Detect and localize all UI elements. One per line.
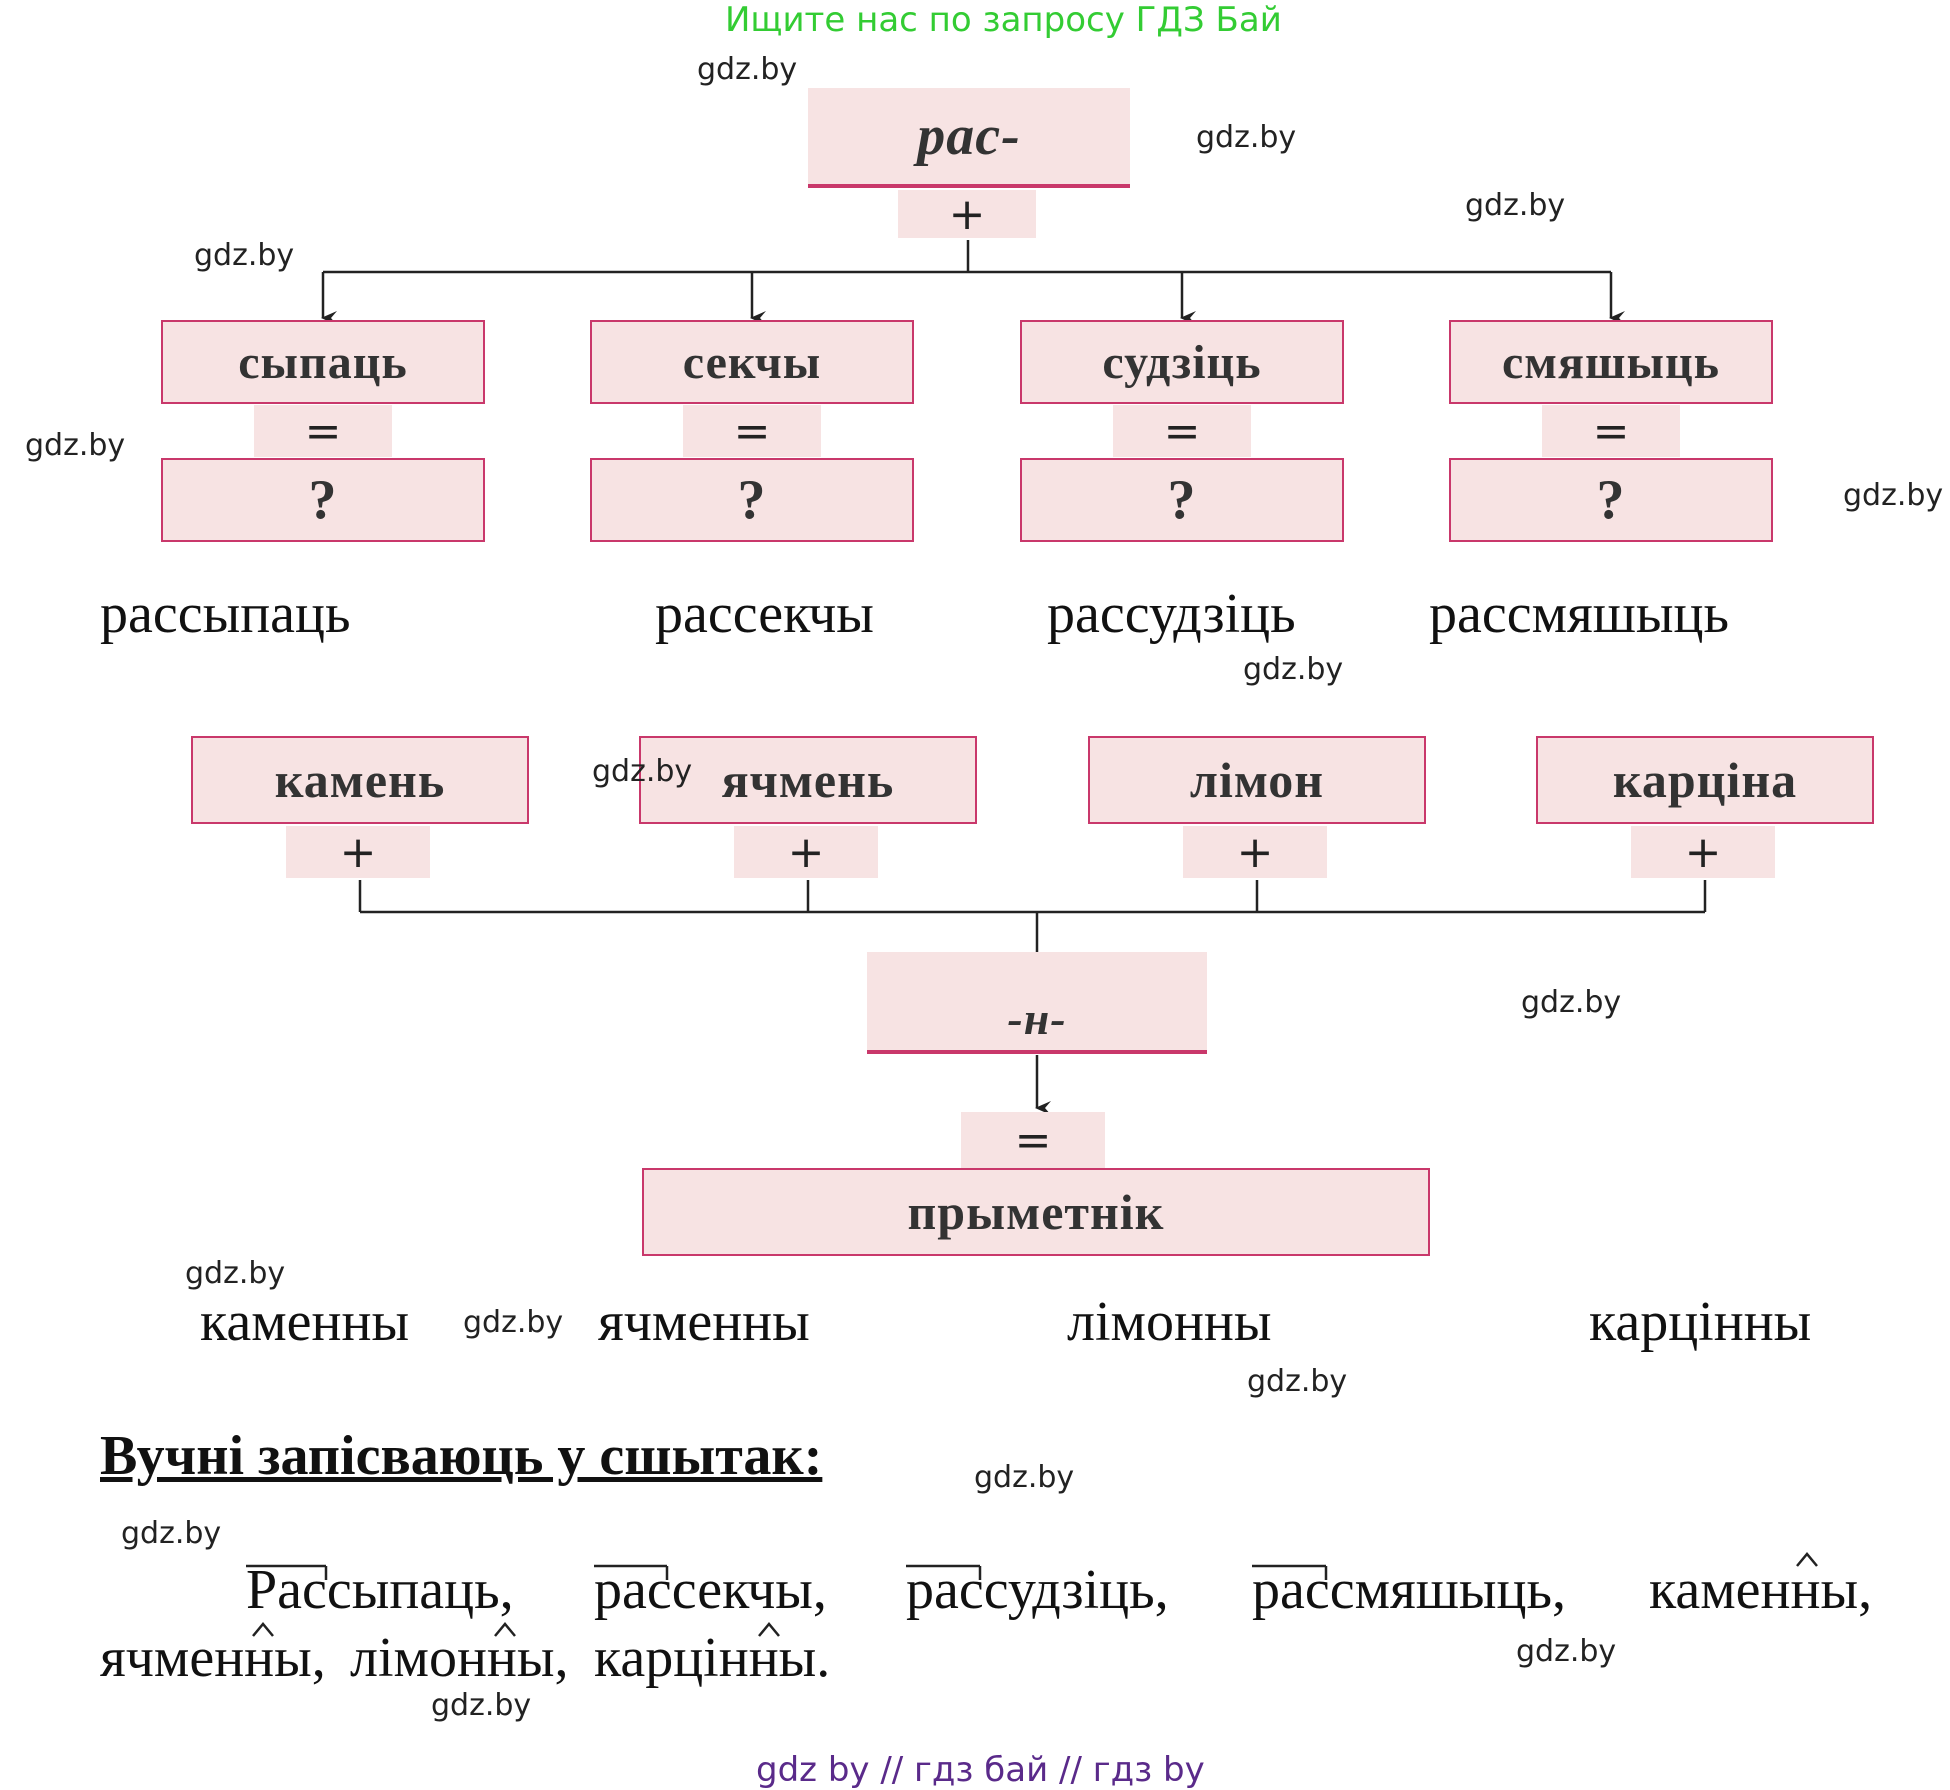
- prefix-box: рас-: [808, 88, 1130, 188]
- watermark: gdz.by: [121, 1516, 222, 1551]
- answer-word: карцінны: [1589, 1291, 1812, 1353]
- noun-box: карціна: [1536, 736, 1874, 824]
- notebook-word: рассмяшыць,: [1252, 1559, 1567, 1621]
- noun-box: ячмень: [639, 736, 977, 824]
- verb-box: смяшыць: [1449, 320, 1773, 404]
- prefix-label: рас-: [917, 105, 1021, 167]
- question-box: ?: [1020, 458, 1344, 542]
- watermark: gdz.by: [1196, 120, 1297, 155]
- equals-sign: =: [1113, 405, 1251, 457]
- footer-links: gdz by // гдз бай // гдз by: [756, 1750, 1205, 1790]
- plus-sign: +: [898, 189, 1036, 240]
- answer-word: рассекчы: [655, 583, 874, 645]
- watermark: gdz.by: [592, 754, 693, 789]
- question-box: ?: [1449, 458, 1773, 542]
- suffix-box: -н-: [867, 952, 1207, 1054]
- watermark: gdz.by: [431, 1688, 532, 1723]
- watermark: gdz.by: [1843, 478, 1944, 513]
- watermark: gdz.by: [463, 1305, 564, 1340]
- equals-sign: =: [683, 405, 821, 457]
- equals-sign: =: [254, 405, 392, 457]
- watermark: gdz.by: [1521, 985, 1622, 1020]
- suffix-label: -н-: [1007, 992, 1067, 1044]
- watermark: gdz.by: [974, 1460, 1075, 1495]
- noun-box: лімон: [1088, 736, 1426, 824]
- answer-word: рассыпаць: [100, 583, 351, 645]
- notebook-word: карцінны.: [594, 1627, 831, 1689]
- notebook-word: рассудзіць,: [906, 1559, 1169, 1621]
- watermark: gdz.by: [185, 1256, 286, 1291]
- notebook-word: Рассыпаць,: [246, 1559, 514, 1621]
- result-box: прыметнік: [642, 1168, 1430, 1256]
- notebook-word: каменны,: [1649, 1559, 1873, 1621]
- noun-box: камень: [191, 736, 529, 824]
- answer-word: рассудзіць: [1047, 583, 1296, 645]
- notebook-word: лімонны,: [350, 1627, 569, 1689]
- plus-sign: +: [1183, 826, 1327, 878]
- answer-word: рассмяшыць: [1429, 583, 1730, 645]
- watermark: gdz.by: [25, 428, 126, 463]
- verb-box: сыпаць: [161, 320, 485, 404]
- watermark: gdz.by: [1516, 1634, 1617, 1669]
- notebook-word: ячменны,: [100, 1627, 326, 1689]
- plus-sign: +: [286, 826, 430, 878]
- answer-word: каменны: [200, 1291, 410, 1353]
- watermark: gdz.by: [1247, 1364, 1348, 1399]
- verb-box: судзіць: [1020, 320, 1344, 404]
- equals-sign: =: [1542, 405, 1680, 457]
- header-search-hint: Ищите нас по запросу ГДЗ Бай: [725, 0, 1282, 40]
- notebook-heading: Вучні запісваюць у сшытак:: [100, 1425, 823, 1487]
- verb-box: секчы: [590, 320, 914, 404]
- watermark: gdz.by: [1465, 188, 1566, 223]
- answer-word: лімонны: [1067, 1291, 1272, 1353]
- plus-sign: +: [1631, 826, 1775, 878]
- watermark: gdz.by: [697, 52, 798, 87]
- question-box: ?: [161, 458, 485, 542]
- watermark: gdz.by: [194, 238, 295, 273]
- plus-sign: +: [734, 826, 878, 878]
- answer-word: ячменны: [598, 1291, 810, 1353]
- watermark: gdz.by: [1243, 652, 1344, 687]
- question-box: ?: [590, 458, 914, 542]
- notebook-word: рассекчы,: [594, 1559, 827, 1621]
- equals-sign: =: [961, 1112, 1105, 1168]
